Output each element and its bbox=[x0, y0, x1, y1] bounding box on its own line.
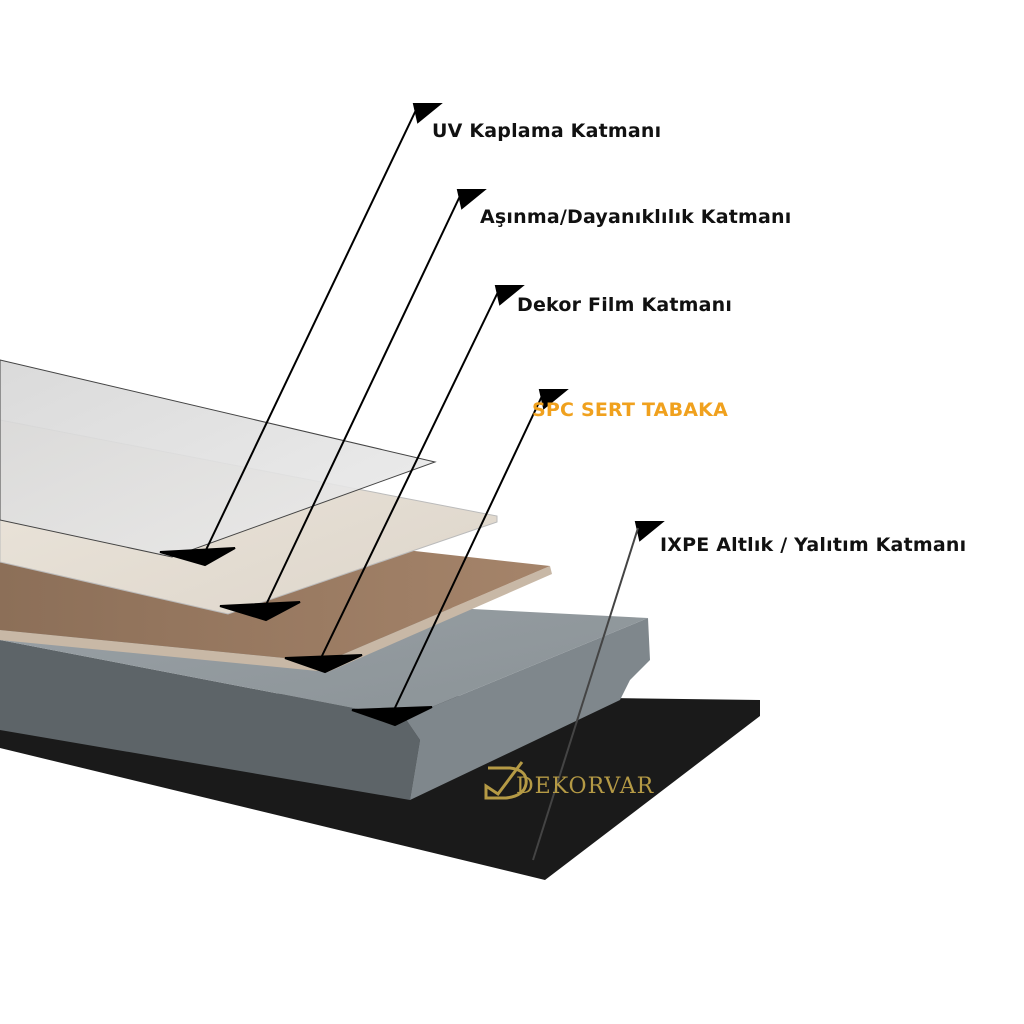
label-ixpe-underlay: IXPE Altlık / Yalıtım Katmanı bbox=[660, 534, 967, 556]
label-decor-film: Dekor Film Katmanı bbox=[517, 294, 733, 316]
pointer-spc bbox=[351, 389, 569, 727]
dekorvar-logo-text: DEKORVAR bbox=[516, 774, 655, 799]
uv-layer bbox=[0, 359, 437, 558]
label-spc-core: SPC SERT TABAKA bbox=[532, 399, 728, 421]
pointer-wear bbox=[219, 189, 487, 622]
label-uv-coating: UV Kaplama Katmanı bbox=[432, 120, 662, 142]
dekorvar-logo-mark bbox=[484, 761, 528, 800]
pointer-decor bbox=[284, 285, 525, 674]
label-wear-layer: Aşınma/Dayanıklılık Katmanı bbox=[480, 206, 792, 228]
pointer-uv bbox=[159, 103, 443, 567]
pointer-ixpe bbox=[532, 521, 665, 861]
